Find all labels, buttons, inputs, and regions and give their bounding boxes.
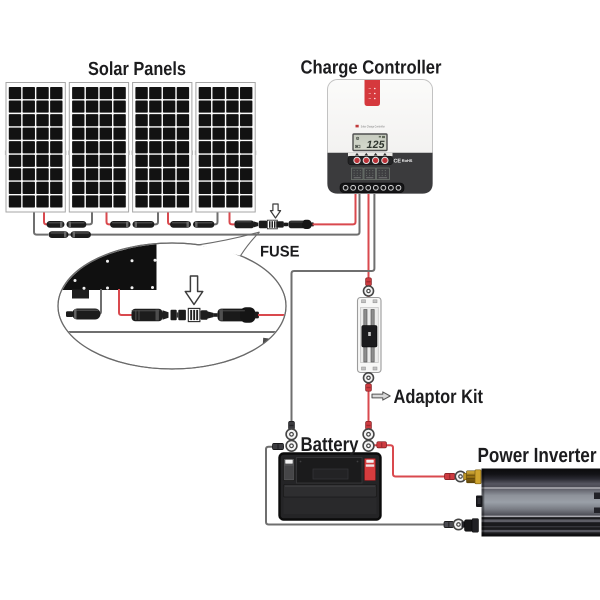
svg-text:Battery: Battery bbox=[301, 434, 360, 456]
svg-text:125: 125 bbox=[367, 139, 386, 151]
svg-text:Solar Charge Controller: Solar Charge Controller bbox=[361, 125, 386, 129]
svg-text:Charge Controller: Charge Controller bbox=[301, 58, 443, 79]
svg-text:CE: CE bbox=[394, 158, 402, 164]
svg-text:RoHS: RoHS bbox=[402, 158, 413, 163]
svg-text:Adaptor Kit: Adaptor Kit bbox=[394, 386, 484, 408]
svg-text:Solar Panels: Solar Panels bbox=[88, 59, 186, 80]
svg-text:FUSE: FUSE bbox=[260, 244, 300, 261]
svg-text:Power Inverter: Power Inverter bbox=[478, 444, 597, 467]
